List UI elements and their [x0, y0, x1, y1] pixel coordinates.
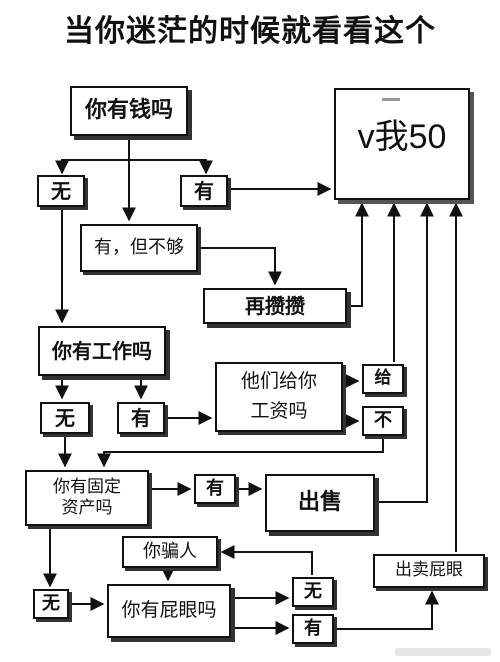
node-has-money: 有	[180, 175, 228, 207]
assets-line-1: 你有固定	[53, 476, 121, 497]
arrow-money-yes	[129, 159, 213, 175]
node-no-money: 无	[37, 175, 85, 207]
node-do-you-have-assets: 你有固定 资产吗	[25, 470, 149, 526]
do-they-pay-line-1: 他们给你	[240, 370, 317, 393]
node-do-they-pay: 他们给你 工资吗	[215, 362, 343, 432]
node-pays: 给	[362, 364, 404, 394]
node-no-assets: 无	[33, 589, 69, 619]
node-sell: 出售	[265, 474, 375, 532]
arrow-save-answer	[349, 202, 369, 307]
node-you-lie: 你骗人	[122, 536, 218, 568]
node-no-job: 无	[40, 402, 90, 434]
node-not-enough: 有，但不够	[80, 224, 198, 272]
node-do-you-have-butt: 你有屁眼吗	[107, 584, 231, 638]
assets-line-2: 资产吗	[61, 498, 113, 518]
answer-text: v我50	[357, 118, 447, 156]
node-no-butt: 无	[292, 577, 334, 607]
node-answer: v我50	[334, 88, 470, 200]
arrow-sell-answer	[377, 202, 434, 503]
arrow-notenough-save	[200, 247, 282, 286]
node-has-assets: 有	[194, 474, 236, 504]
node-sell-butt: 出卖屁眼	[373, 554, 485, 588]
arrow-money-no	[55, 138, 130, 175]
arrow-yes4-sellbutt	[336, 590, 439, 630]
node-save-more: 再攒攒	[203, 288, 347, 324]
node-has-butt: 有	[292, 614, 334, 644]
watermark	[395, 648, 491, 656]
answer-top-mark	[382, 98, 400, 101]
arrow-not-asset	[97, 438, 384, 468]
do-they-pay-line-2: 工资吗	[250, 400, 308, 422]
node-do-you-have-job: 你有工作吗	[38, 326, 166, 376]
arrow-no4-liar	[220, 545, 313, 575]
node-do-you-have-money: 你有钱吗	[70, 86, 188, 136]
node-does-not-pay: 不	[362, 406, 404, 436]
node-has-job: 有	[117, 402, 165, 434]
page-title: 当你迷茫的时候就看看这个	[64, 14, 436, 49]
